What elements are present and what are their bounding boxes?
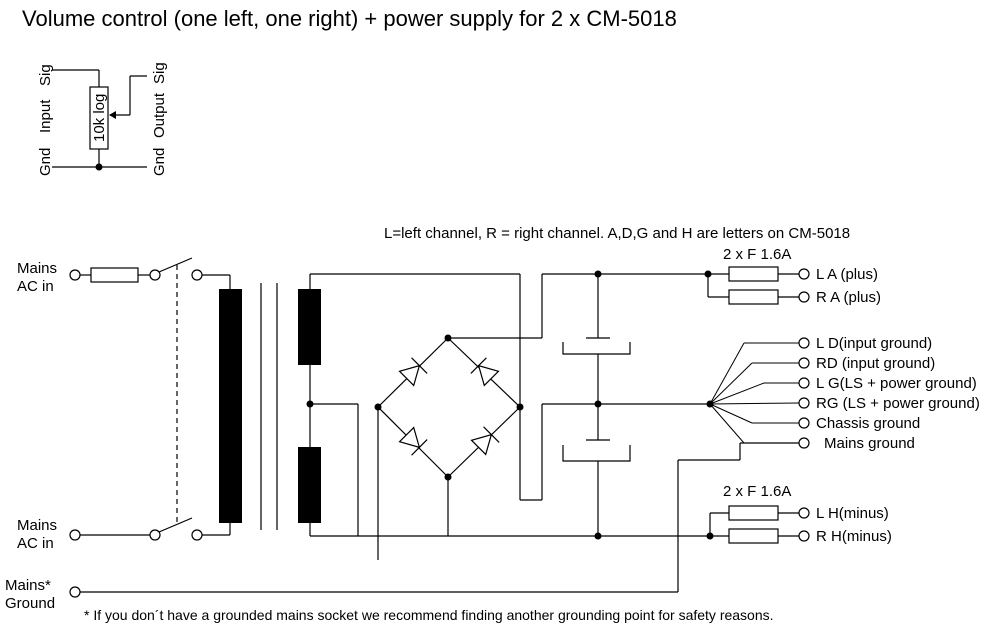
terminal-chassis	[798, 417, 810, 429]
terminal-ld	[798, 337, 810, 349]
terminal-rd	[798, 357, 810, 369]
bridge-diodes	[398, 357, 500, 456]
pot-input-sig-label: Sig	[37, 64, 54, 86]
output-label-ra: R A (plus)	[816, 289, 881, 306]
mains-bottom-label-1: Mains	[17, 517, 57, 534]
switch-bottom-blade	[158, 517, 193, 533]
fuse-rh	[728, 528, 779, 544]
fuse-ra	[728, 289, 779, 305]
terminal-lg	[798, 377, 810, 389]
terminal-ra	[798, 291, 810, 303]
pot-output-label: Output	[151, 92, 168, 138]
mains-ground-label-2: Ground	[5, 595, 55, 612]
fuse-la	[728, 266, 779, 282]
diode-upper-right	[470, 357, 500, 387]
mains-input-wiring	[69, 257, 799, 598]
terminal-mains-ground	[798, 437, 810, 449]
mains-fuse	[90, 267, 139, 283]
terminal-rh	[798, 530, 810, 542]
fuse-lh	[728, 505, 779, 521]
pot-value-label: 10k log	[91, 94, 108, 142]
output-label-ld: L D(input ground)	[816, 335, 932, 352]
output-label-lh: L H(minus)	[816, 505, 889, 522]
switch-top-contact-b	[191, 269, 203, 281]
output-label-mains-ground: Mains ground	[824, 435, 915, 452]
fuse-bottom-label: 2 x F 1.6A	[723, 483, 791, 500]
switch-bottom-contact-b	[191, 529, 203, 541]
terminal-rg	[798, 397, 810, 409]
potentiometer-symbol	[52, 69, 147, 171]
plus-output-wiring	[704, 266, 810, 305]
page-title: Volume control (one left, one right) + p…	[22, 6, 677, 31]
channel-legend: L=left channel, R = right channel. A,D,G…	[384, 225, 850, 242]
primary-winding	[219, 289, 242, 523]
wiper-arrow-icon	[109, 111, 116, 119]
filter-capacitors	[562, 270, 729, 540]
diode-lower-right	[470, 426, 500, 456]
mains-bottom-terminal	[69, 529, 81, 541]
output-label-rg: RG (LS + power ground)	[816, 395, 980, 412]
terminal-lh	[798, 507, 810, 519]
switch-top-contact-a	[149, 269, 161, 281]
mains-ground-terminal	[69, 586, 81, 598]
output-label-lg: L G(LS + power ground)	[816, 375, 977, 392]
terminal-la	[798, 268, 810, 280]
transformer	[219, 283, 321, 530]
output-label-la: L A (plus)	[816, 266, 878, 283]
capacitor-upper-curved-plate	[562, 342, 631, 355]
secondary-winding-upper	[298, 289, 321, 365]
secondary-winding-lower	[298, 447, 321, 523]
mains-top-label-2: AC in	[17, 278, 54, 295]
capacitor-lower-curved-plate	[562, 445, 631, 462]
fuse-top-label: 2 x F 1.6A	[723, 246, 791, 263]
mains-ground-label-1: Mains*	[5, 577, 51, 594]
pot-output-sig-label: Sig	[151, 62, 168, 84]
mains-top-label-1: Mains	[17, 260, 57, 277]
mains-bottom-label-2: AC in	[17, 535, 54, 552]
output-label-rh: R H(minus)	[816, 528, 892, 545]
diode-lower-left	[398, 426, 428, 456]
switch-top-blade	[158, 257, 193, 273]
rectifier-wiring	[306, 273, 729, 560]
mains-top-terminal	[69, 269, 81, 281]
output-label-rd: RD (input ground)	[816, 355, 935, 372]
junction-dot	[95, 163, 103, 171]
diode-upper-left	[398, 357, 428, 387]
minus-output-wiring	[706, 505, 810, 544]
footnote: * If you don´t have a grounded mains soc…	[84, 607, 774, 623]
pot-input-gnd-label: Gnd	[37, 148, 54, 176]
pot-input-label: Input	[37, 99, 54, 133]
switch-bottom-contact-a	[149, 529, 161, 541]
pot-output-gnd-label: Gnd	[151, 148, 168, 176]
output-label-chassis: Chassis ground	[816, 415, 920, 432]
ground-star-wiring	[706, 337, 810, 449]
